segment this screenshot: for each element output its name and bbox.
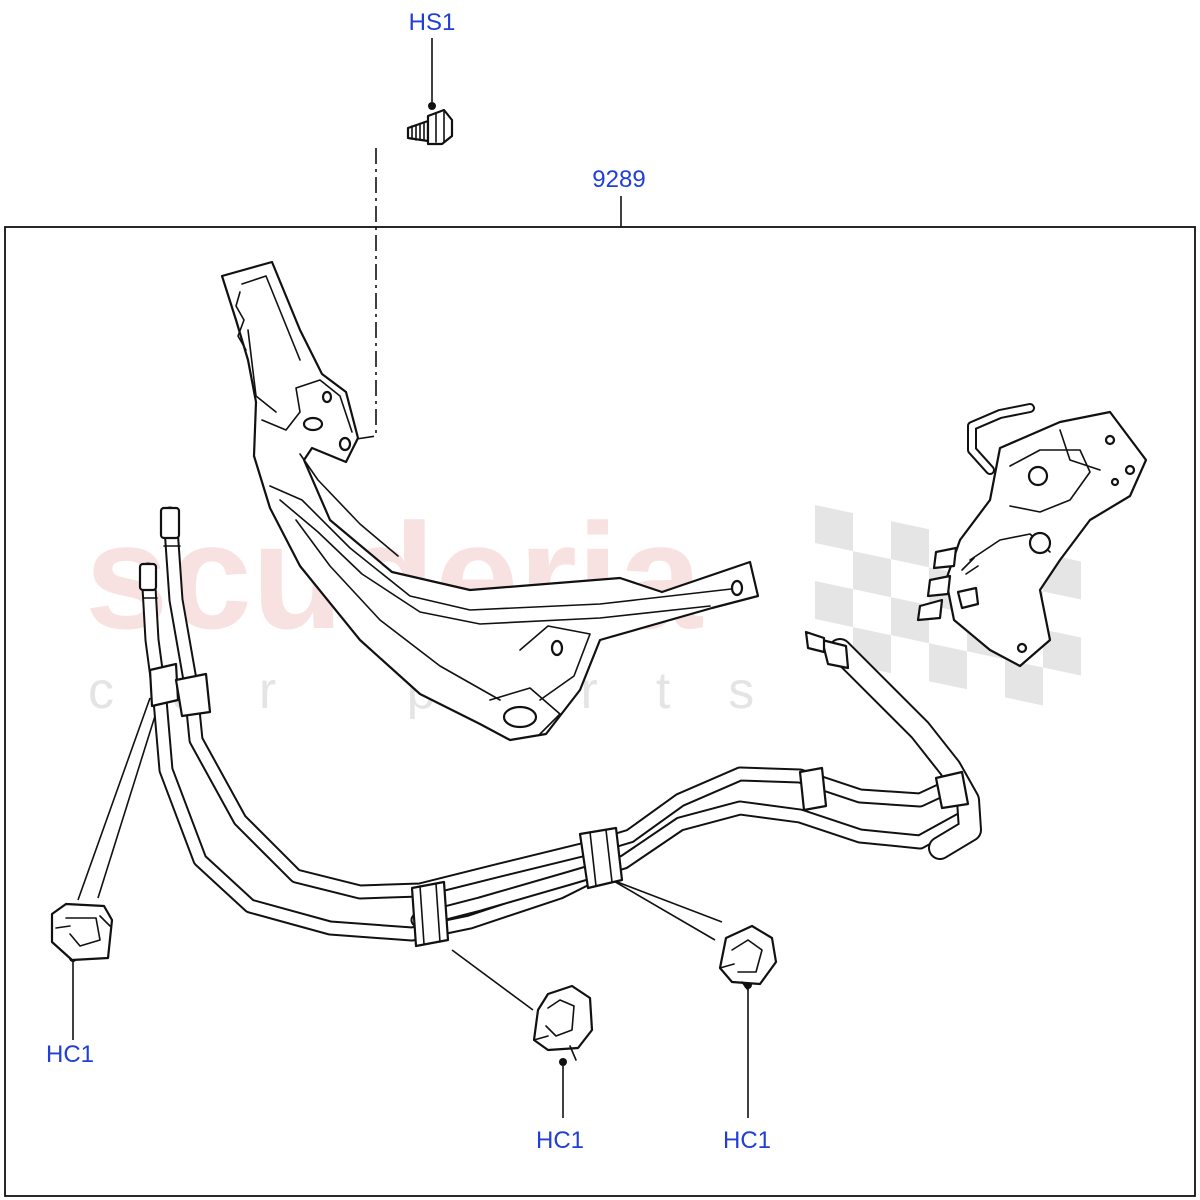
- callout-hc1-left[interactable]: HC1: [46, 1041, 94, 1068]
- mounting-bracket[interactable]: [220, 260, 760, 742]
- right-side-bracket[interactable]: [916, 403, 1148, 668]
- clip-hc1-middle[interactable]: [532, 984, 594, 1061]
- callout-hc1-right[interactable]: HC1: [723, 1127, 771, 1154]
- kit-boundary-box: [4, 226, 1196, 1197]
- clip-hc1-right[interactable]: [718, 924, 778, 991]
- clip-hc1-left[interactable]: [50, 902, 114, 962]
- cooler-pipes[interactable]: [138, 506, 982, 948]
- callout-9289[interactable]: 9289: [592, 166, 645, 193]
- callout-hc1-middle[interactable]: HC1: [536, 1127, 584, 1154]
- callout-hs1[interactable]: HS1: [409, 9, 456, 36]
- bolt-hs1[interactable]: [406, 108, 454, 146]
